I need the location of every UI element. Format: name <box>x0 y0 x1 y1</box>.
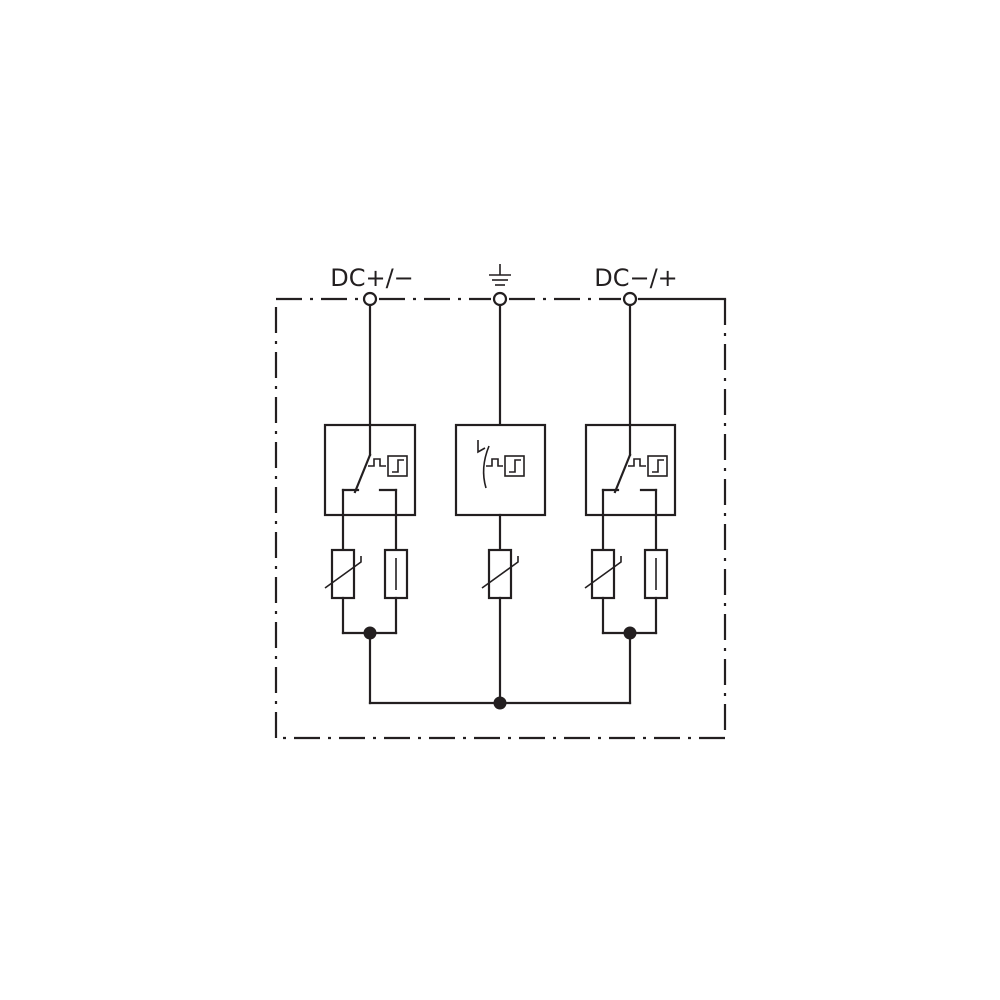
gas-discharge-tube-icon <box>643 548 669 600</box>
varistor-icon <box>481 548 519 600</box>
earth-ground-icon <box>489 264 511 286</box>
gas-discharge-tube-icon <box>383 548 409 600</box>
thermal-disconnector-icon <box>601 423 668 494</box>
varistor-icon <box>324 548 362 600</box>
terminal-dc-plus-minus <box>362 291 378 307</box>
thermal-disconnector-icon <box>477 440 525 489</box>
thermal-disconnector-icon <box>341 423 408 494</box>
module-center <box>454 423 547 517</box>
module-left <box>323 423 417 517</box>
terminal-label-dc-minus-plus: DC−/+ <box>594 264 678 292</box>
enclosure-boundary <box>274 297 727 740</box>
terminal-label-dc-plus-minus: DC+/− <box>330 264 414 292</box>
terminal-ground <box>492 291 508 307</box>
terminal-dc-minus-plus <box>622 291 638 307</box>
branch-right <box>584 303 677 705</box>
branch-left <box>323 303 417 705</box>
varistor-icon <box>584 548 622 600</box>
branch-center <box>454 303 547 710</box>
